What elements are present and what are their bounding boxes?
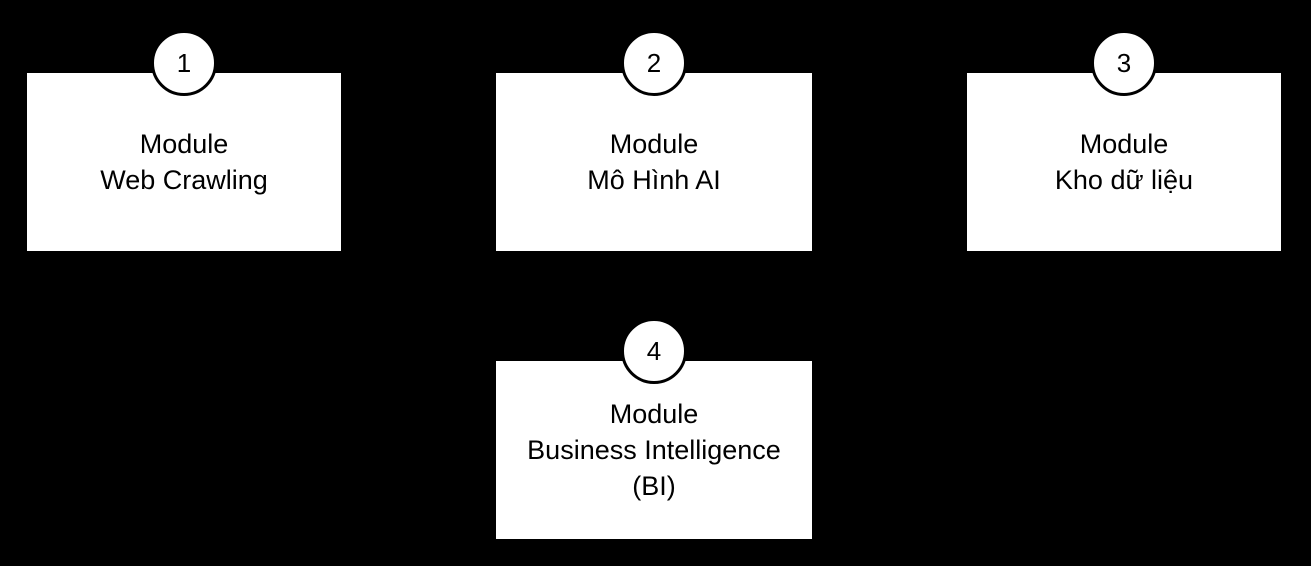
- module-mo-hinh-ai-label: Module Mô Hình AI: [587, 126, 721, 198]
- module-box-web-crawling: 1 Module Web Crawling: [25, 30, 343, 253]
- module-web-crawling-label: Module Web Crawling: [100, 126, 268, 198]
- module-kho-du-lieu-label: Module Kho dữ liệu: [1055, 126, 1193, 198]
- module-label-line: Web Crawling: [100, 165, 268, 195]
- module-box-kho-du-lieu: 3 Module Kho dữ liệu: [965, 30, 1283, 253]
- step-3-badge: 3: [1091, 30, 1157, 96]
- module-box-business-intelligence: 4 Module Business Intelligence (BI): [494, 318, 814, 541]
- module-label-line: Business Intelligence: [527, 435, 781, 465]
- module-label-line: (BI): [632, 471, 676, 501]
- step-3-number: 3: [1116, 47, 1132, 78]
- step-4-badge: 4: [621, 318, 687, 384]
- module-label-line: Kho dữ liệu: [1054, 165, 1194, 195]
- step-2-number: 2: [646, 47, 662, 78]
- module-label-line: Module: [139, 129, 229, 159]
- step-1-number: 1: [176, 47, 192, 78]
- module-business-intelligence-label: Module Business Intelligence (BI): [527, 396, 781, 504]
- module-label-line: Mô Hình AI: [587, 165, 721, 195]
- module-label-line: Module: [609, 129, 699, 159]
- step-1-badge: 1: [151, 30, 217, 96]
- module-label-line: Module: [609, 399, 699, 429]
- module-label-line: Module: [1079, 129, 1169, 159]
- module-box-mo-hinh-ai: 2 Module Mô Hình AI: [494, 30, 814, 253]
- step-2-badge: 2: [621, 30, 687, 96]
- step-4-number: 4: [646, 335, 662, 366]
